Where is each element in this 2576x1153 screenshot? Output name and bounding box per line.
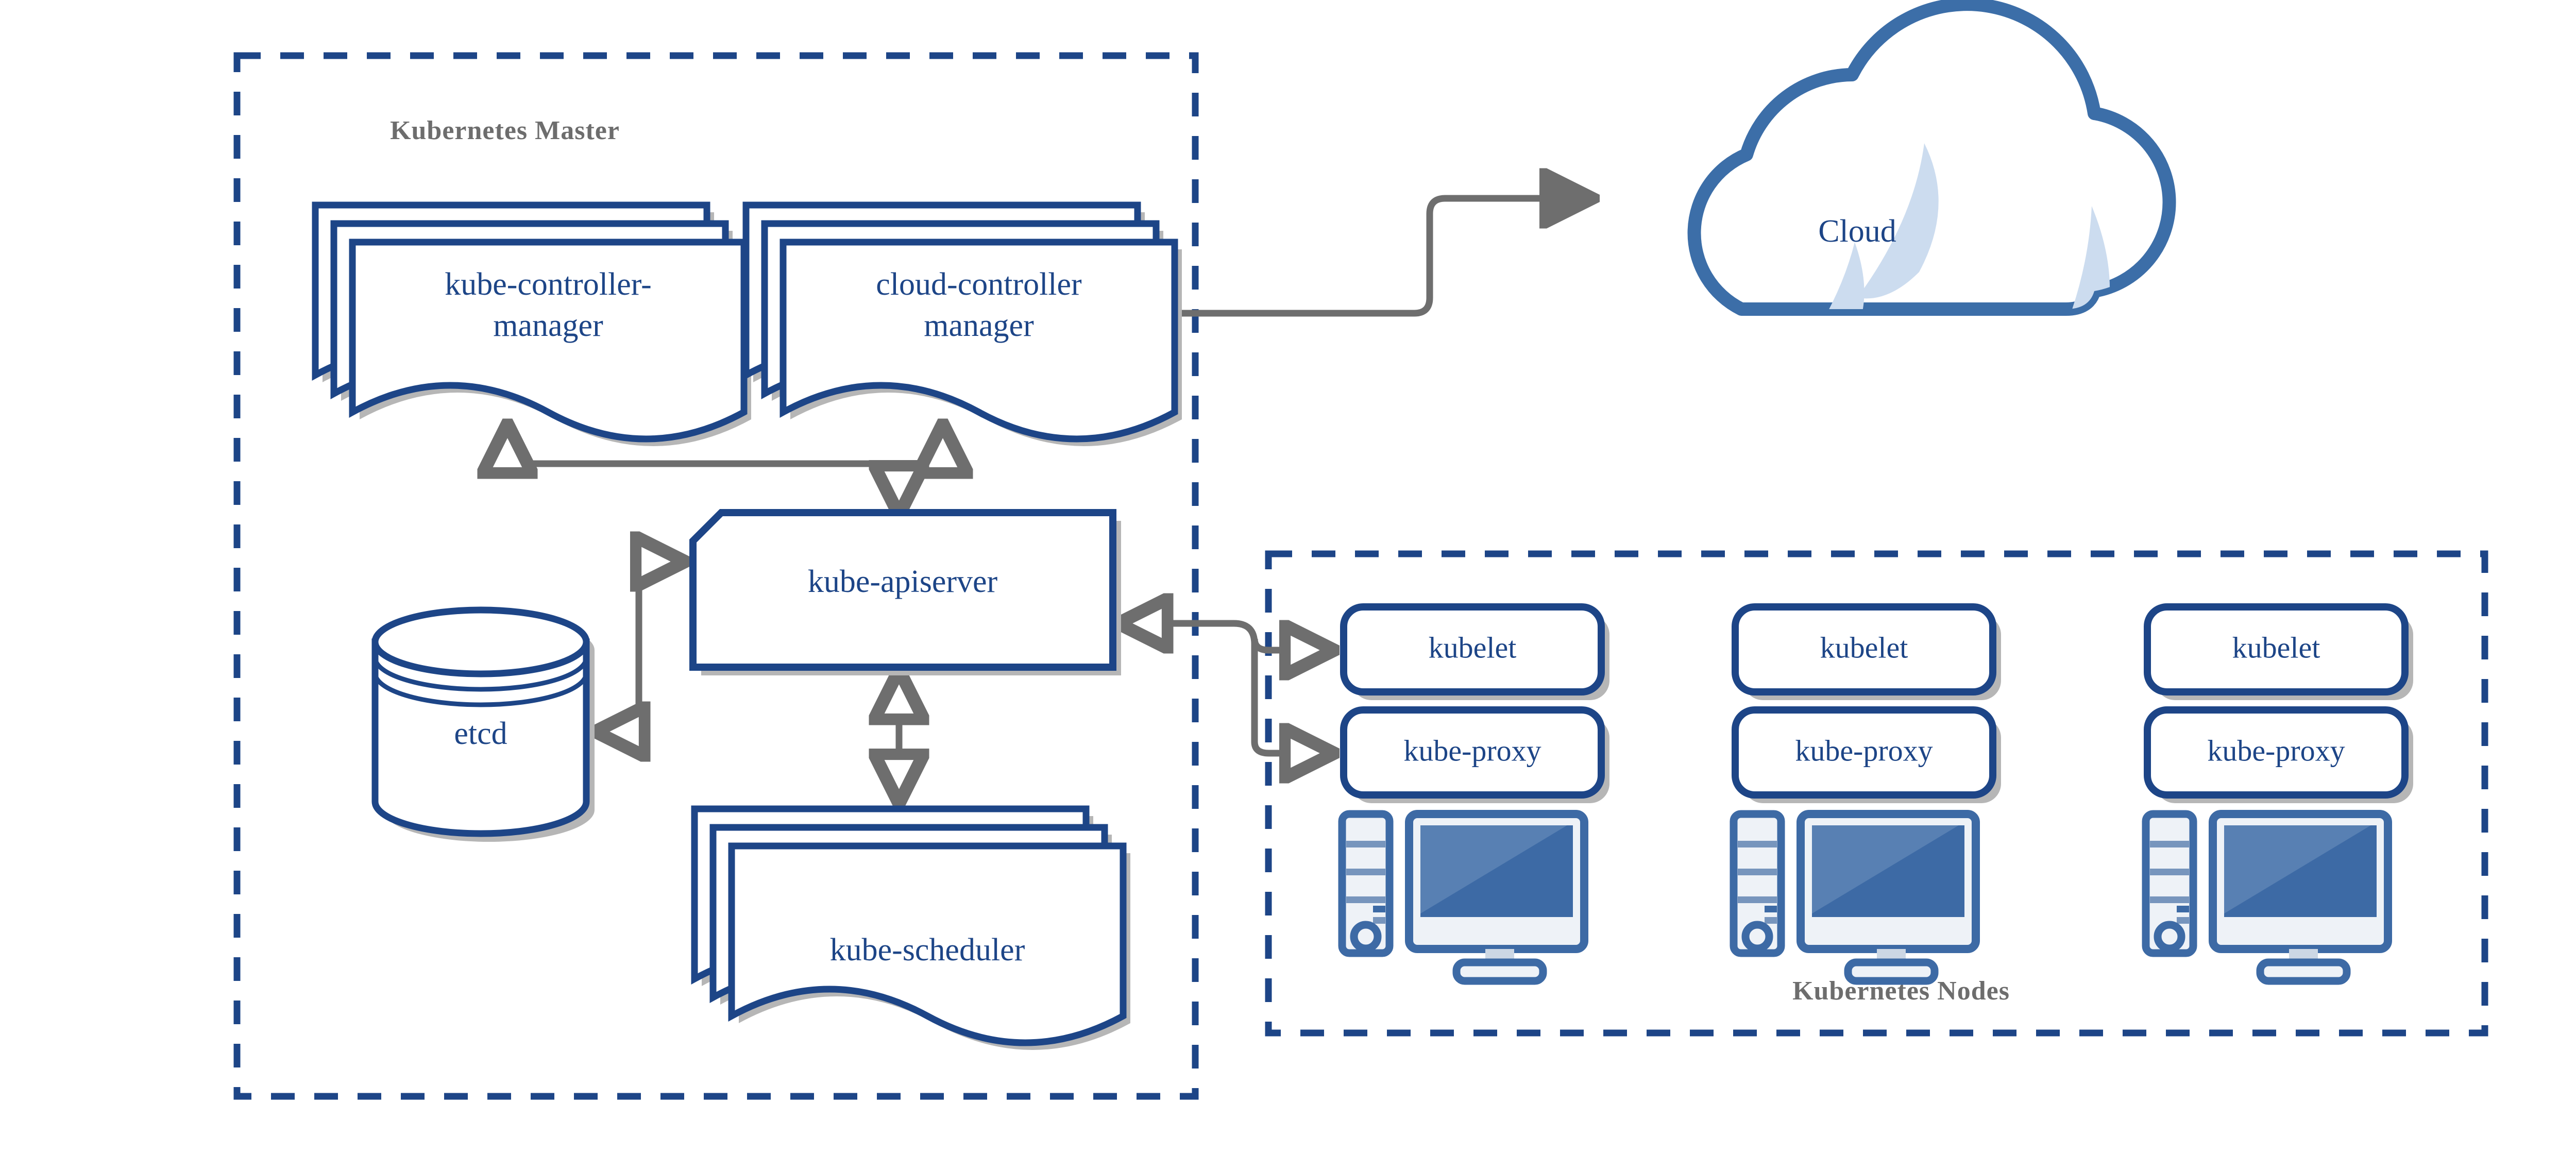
connector-trunk-to-kubelet xyxy=(1251,639,1334,650)
etcd-ring-1 xyxy=(372,657,589,692)
node-cloud[interactable]: Cloud xyxy=(1687,0,2183,425)
node-3-kubelet[interactable]: kubelet xyxy=(2144,603,2413,700)
apiserver-label: kube-apiserver xyxy=(808,564,998,599)
computer-tower xyxy=(2142,810,2197,957)
scheduler-label: kube-scheduler xyxy=(830,932,1025,968)
connector-apiserver-to-nodes-trunk xyxy=(1118,623,1258,644)
etcd-label: etcd xyxy=(454,716,507,751)
node-2-kube-proxy[interactable]: kube-proxy xyxy=(1732,706,2001,803)
node-1-kubelet-label: kubelet xyxy=(1429,631,1517,664)
node-2-computer-icon xyxy=(1730,810,1980,985)
computer-tower xyxy=(1338,810,1394,957)
ccm-label-line-2: manager xyxy=(924,308,1034,343)
node-2-kubeproxy-label: kube-proxy xyxy=(1795,734,1933,767)
computer-monitor xyxy=(1405,810,1588,985)
connector-apiserver-etcd xyxy=(595,562,685,732)
connector-trunk-to-kubeproxy xyxy=(1251,644,1334,753)
master-dashed-border xyxy=(233,52,1199,1100)
computer-monitor xyxy=(2209,810,2392,985)
computer-tower xyxy=(1730,810,1785,957)
sched-stack-front xyxy=(728,842,1130,1050)
group-master: Kubernetes Master xyxy=(233,52,1199,1100)
node-2-kubelet-label: kubelet xyxy=(1820,631,1908,664)
cloud-highlights xyxy=(1777,143,2170,309)
kcm-label-line-1: kube-controller- xyxy=(445,267,652,302)
node-3-kubeproxy-label: kube-proxy xyxy=(2207,734,2345,767)
node-1-kube-proxy[interactable]: kube-proxy xyxy=(1340,706,1609,803)
cloud-label: Cloud xyxy=(1818,214,1896,249)
computer-monitor xyxy=(1797,810,1980,985)
worker-node-1: kubelet kube-proxy xyxy=(1338,603,1609,985)
cloud-outline xyxy=(1687,0,2176,316)
connector-ccm-to-cloud xyxy=(1136,198,1595,317)
node-1-kubeproxy-label: kube-proxy xyxy=(1403,734,1541,767)
node-3-kube-proxy[interactable]: kube-proxy xyxy=(2144,706,2413,803)
node-3-kubelet-label: kubelet xyxy=(2232,631,2320,664)
nodes-dashed-border xyxy=(1265,550,2488,1037)
node-cloud-controller-manager[interactable]: cloud-controller manager xyxy=(742,201,1182,446)
node-etcd[interactable]: etcd xyxy=(371,606,595,842)
node-3-computer-icon xyxy=(2142,810,2392,985)
master-group-label: Kubernetes Master xyxy=(390,116,620,145)
node-kube-apiserver[interactable]: kube-apiserver xyxy=(689,509,1121,675)
kcm-label-line-2: manager xyxy=(493,308,603,343)
node-2-kubelet[interactable]: kubelet xyxy=(1732,603,2001,700)
etcd-top-ellipse xyxy=(371,606,590,677)
ccm-label-line-1: cloud-controller xyxy=(876,267,1082,302)
ccm-stack-front xyxy=(779,239,1182,446)
node-1-computer-icon xyxy=(1338,810,1588,985)
node-kube-controller-manager[interactable]: kube-controller- manager xyxy=(312,201,751,446)
connector-apiserver-to-ccm xyxy=(895,423,943,515)
kcm-stack-front xyxy=(349,239,751,446)
node-kube-scheduler[interactable]: kube-scheduler xyxy=(691,805,1130,1050)
etcd-ring-2 xyxy=(372,672,589,707)
node-1-kubelet[interactable]: kubelet xyxy=(1340,603,1609,700)
worker-node-2: kubelet kube-proxy xyxy=(1730,603,2001,985)
worker-node-3: kubelet kube-proxy xyxy=(2142,603,2413,985)
connector-layer xyxy=(507,198,1595,804)
